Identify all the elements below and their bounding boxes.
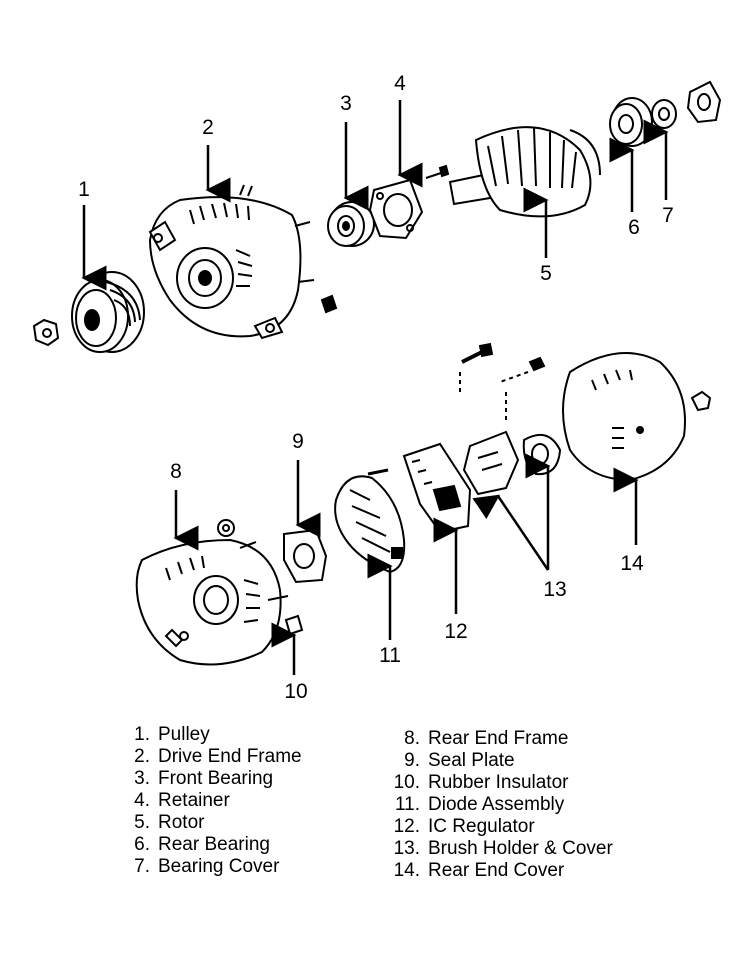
seal-plate [283, 528, 328, 584]
legend-label: Front Bearing [158, 768, 274, 789]
legend-number: 12. [393, 816, 420, 837]
legend-number: 3. [134, 768, 150, 789]
callout-2: 2 [202, 116, 214, 139]
bearing-cover [651, 99, 677, 129]
callout-13: 13 [543, 578, 566, 601]
rubber-insulator [284, 614, 304, 636]
legend-label: Drive End Frame [158, 746, 302, 767]
callout-numbers: 1 2 3 4 5 6 7 8 9 10 11 12 13 14 [78, 72, 674, 703]
legend-item: 11. Diode Assembly [388, 794, 613, 816]
legend-item: 3. Front Bearing [118, 768, 302, 790]
callout-11: 11 [379, 644, 401, 667]
legend-label: Seal Plate [428, 750, 515, 771]
legend-item: 8. Rear End Frame [388, 728, 613, 750]
legend-item: 10. Rubber Insulator [388, 772, 613, 794]
legend-item: 1. Pulley [118, 724, 302, 746]
legend-number: 7. [134, 856, 150, 877]
frame-bolt [320, 294, 338, 314]
retainer-screw [425, 164, 450, 179]
legend-number: 2. [134, 746, 150, 767]
legend-number: 8. [404, 728, 420, 749]
cover-bolt [459, 342, 494, 395]
legend-number: 5. [134, 812, 150, 833]
callout-4: 4 [394, 72, 406, 95]
legend-number: 13. [393, 838, 420, 859]
drive-end-frame [148, 184, 315, 340]
frame-bushing [217, 519, 235, 537]
legend-item: 4. Retainer [118, 790, 302, 812]
legend-number: 6. [134, 834, 150, 855]
legend-item: 2. Drive End Frame [118, 746, 302, 768]
rotor [448, 126, 601, 218]
callout-7: 7 [662, 204, 674, 227]
legend-label: IC Regulator [428, 816, 535, 837]
legend-label: Bearing Cover [158, 856, 280, 877]
legend-item: 5. Rotor [118, 812, 302, 834]
legend-item: 6. Rear Bearing [118, 834, 302, 856]
legend-label: Rear Bearing [158, 834, 270, 855]
legend-label: Rotor [158, 812, 205, 833]
legend-item: 7. Bearing Cover [118, 856, 302, 878]
legend-number: 1. [134, 724, 150, 745]
legend-item: 12. IC Regulator [388, 816, 613, 838]
callout-5: 5 [540, 262, 552, 285]
pulley-nut [32, 318, 60, 347]
retainer [368, 178, 424, 240]
legend-label: Retainer [158, 790, 230, 811]
cover-nut [499, 356, 546, 420]
legend-item: 13. Brush Holder & Cover [388, 838, 613, 860]
ic-regulator [402, 442, 472, 534]
legend-right: 8. Rear End Frame 9. Seal Plate 10. Rubber … [388, 728, 613, 882]
callout-14: 14 [620, 552, 644, 575]
legend-label: Pulley [158, 724, 210, 745]
pulley [71, 271, 145, 353]
cover-clip [690, 390, 712, 412]
legend-item: 9. Seal Plate [388, 750, 613, 772]
callout-6: 6 [628, 216, 640, 239]
rear-end-frame [135, 538, 289, 666]
legend-number: 14. [393, 860, 420, 881]
legend-label: Rear End Cover [428, 860, 565, 881]
callout-arrows [81, 100, 669, 675]
legend-label: Rear End Frame [428, 728, 569, 749]
rear-end-cover [562, 352, 686, 482]
diode-assembly [334, 468, 406, 574]
top-washer [686, 80, 722, 124]
callout-10: 10 [284, 680, 307, 703]
legend-number: 10. [393, 772, 420, 793]
callout-9: 9 [292, 430, 304, 453]
legend-number: 9. [404, 750, 420, 771]
brush-holder-cover [462, 430, 562, 496]
legend-number: 4. [134, 790, 150, 811]
callout-3: 3 [340, 92, 352, 115]
legend-number: 11. [394, 794, 420, 815]
front-bearing [327, 201, 375, 247]
arrow-13a [472, 494, 550, 571]
rear-bearing [609, 97, 653, 147]
callout-8: 8 [170, 460, 182, 483]
legend-left: 1. Pulley 2. Drive End Frame 3. Front Beari… [118, 724, 302, 878]
callout-12: 12 [444, 620, 467, 643]
legend-label: Rubber Insulator [428, 772, 569, 793]
legend-label: Brush Holder & Cover [428, 838, 613, 859]
callout-1: 1 [78, 178, 90, 201]
legend-item: 14. Rear End Cover [388, 860, 613, 882]
legend-label: Diode Assembly [428, 794, 565, 815]
